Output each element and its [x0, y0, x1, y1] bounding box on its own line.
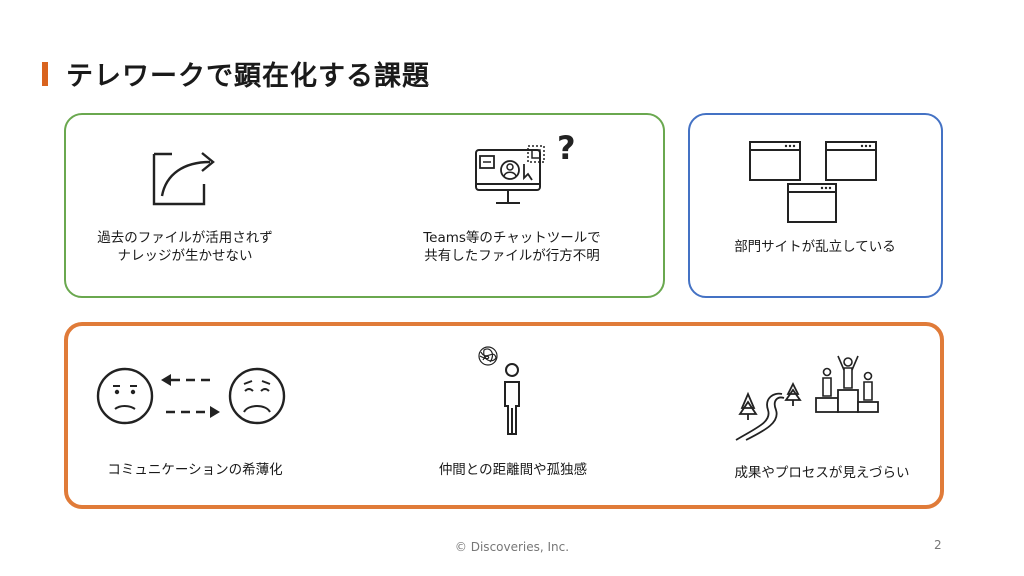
sites-panel [688, 113, 943, 298]
page-title: テレワークで顕在化する課題 [66, 61, 430, 92]
browser-windows-icon [749, 141, 877, 223]
monitor-user-icon [475, 145, 545, 204]
caption-teams-files: Teams等のチャットツールで 共有したファイルが行方不明 [423, 230, 601, 264]
share-export-icon [152, 152, 215, 206]
title-accent-bar [42, 62, 48, 86]
people-panel [64, 322, 944, 509]
lonely-person-icon [478, 346, 520, 435]
communication-faces-icon [96, 367, 286, 425]
caption-isolation: 仲間との距離間や孤独感 [438, 462, 588, 478]
knowledge-panel [64, 113, 665, 298]
page-number: 2 [934, 538, 942, 552]
caption-visibility: 成果やプロセスが見えづらい [734, 465, 910, 481]
progress-podium-icon [735, 355, 879, 441]
caption-department-sites: 部門サイトが乱立している [734, 239, 896, 255]
question-mark-icon: ? [557, 129, 576, 167]
caption-file-reuse: 過去のファイルが活用されず ナレッジが生かせない [97, 230, 273, 264]
copyright-footer: © Discoveries, Inc. [454, 540, 570, 554]
caption-communication: コミュニケーションの希薄化 [107, 462, 283, 478]
